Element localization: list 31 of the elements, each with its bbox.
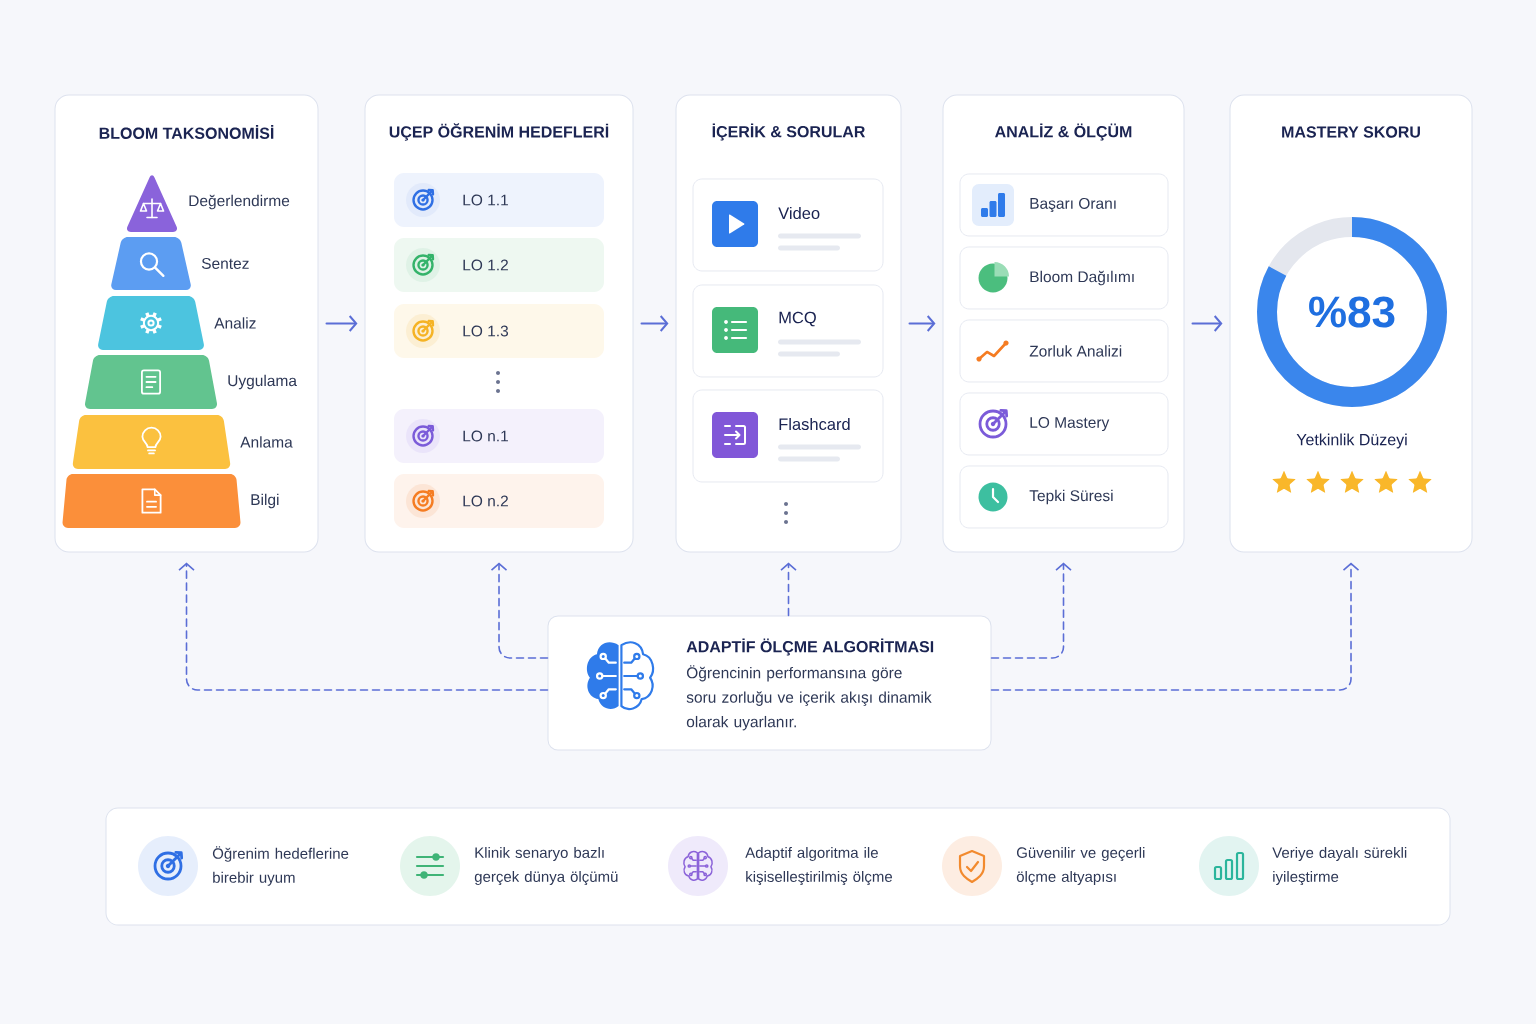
info-card: ADAPTİF ÖLÇME ALGORİTMASI Öğrencinin performansına göre soru zorluğu ve içerik akışı dinamik olarak uyarlanır. — [547, 615, 992, 751]
progress-ring: %83 — [1257, 217, 1447, 407]
lo-pill: LO 1.1 — [394, 173, 604, 227]
lo-pill: LO 1.3 — [394, 304, 604, 358]
feature-text: Klinik senaryo bazlı gerçek dünya ölçümü — [474, 846, 618, 886]
level-label: Bilgi — [251, 493, 279, 509]
dashed-arrow — [490, 562, 549, 659]
level-label: Analiz — [214, 317, 256, 329]
level-label: Sentez — [201, 258, 249, 269]
level-label: Uygulama — [228, 374, 297, 390]
feature-text: Veriye dayalı sürekli iyileştirme — [1272, 846, 1407, 886]
arrow — [908, 315, 936, 332]
level-label: Değerlendirme — [189, 194, 290, 210]
arrow — [640, 315, 669, 332]
metric-card: Zorluk Analizi — [959, 319, 1169, 383]
dashed-arrow — [178, 562, 549, 691]
dashed-arrow — [990, 562, 1072, 659]
metric-card: LO Mastery — [959, 392, 1169, 456]
metric-card: Tepki Süresi — [959, 465, 1169, 529]
arrow — [1191, 315, 1223, 332]
arrow — [325, 315, 358, 332]
dashed-arrow — [990, 562, 1360, 691]
level-label: Anlama — [240, 436, 293, 448]
lo-pill: LO 1.2 — [394, 238, 604, 292]
lo-pill: LO n.1 — [394, 409, 604, 463]
feature-text: Öğrenim hedeflerine birebir uyum — [212, 846, 349, 886]
feature-text: Adaptif algoritma ile kişiselleştirilmiş ölçme — [745, 846, 892, 886]
metric-card: Bloom Dağılımı — [959, 246, 1169, 310]
lo-pill: LO n.2 — [394, 474, 604, 528]
dashed-arrow — [780, 562, 797, 617]
feature-text: Güvenilir ve geçerli ölçme altyapısı — [1016, 846, 1145, 886]
